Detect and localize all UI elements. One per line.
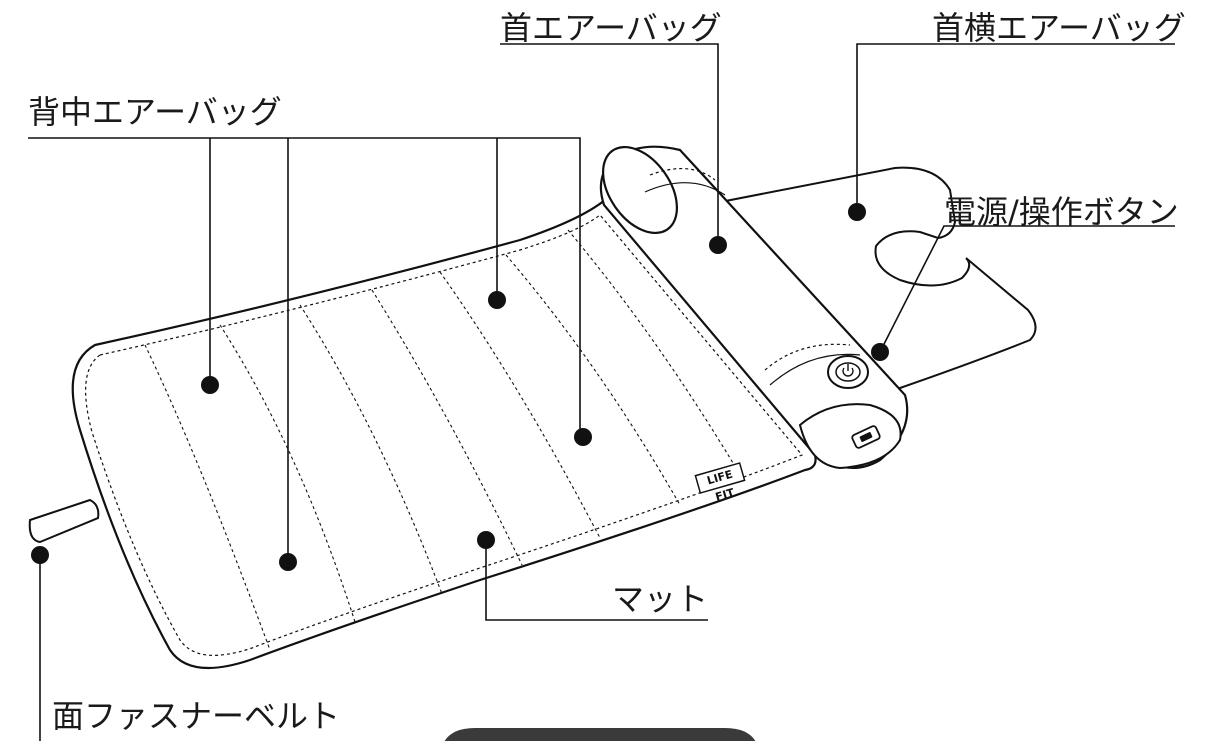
mat-label: マット	[612, 580, 709, 618]
belt-label: 面ファスナーベルト	[52, 697, 341, 735]
mat-seams	[144, 229, 743, 651]
neck-airbag-roller	[599, 145, 909, 470]
brand-logo-box	[694, 462, 746, 494]
charging-port-icon	[851, 425, 881, 449]
neck-airbag-label: 首エアーバッグ	[500, 9, 722, 47]
power-button-label: 電源/操作ボタン	[944, 193, 1179, 231]
mat-body	[71, 198, 817, 670]
back-airbag-label: 背中エアーバッグ	[28, 93, 282, 131]
power-icon[interactable]	[827, 355, 869, 389]
leader-lines	[28, 43, 1175, 741]
velcro-belt	[28, 498, 100, 544]
side-neck-airbag-label: 首横エアーバッグ	[932, 9, 1186, 47]
leader-dots	[31, 203, 889, 571]
bottom-bar	[440, 728, 760, 741]
